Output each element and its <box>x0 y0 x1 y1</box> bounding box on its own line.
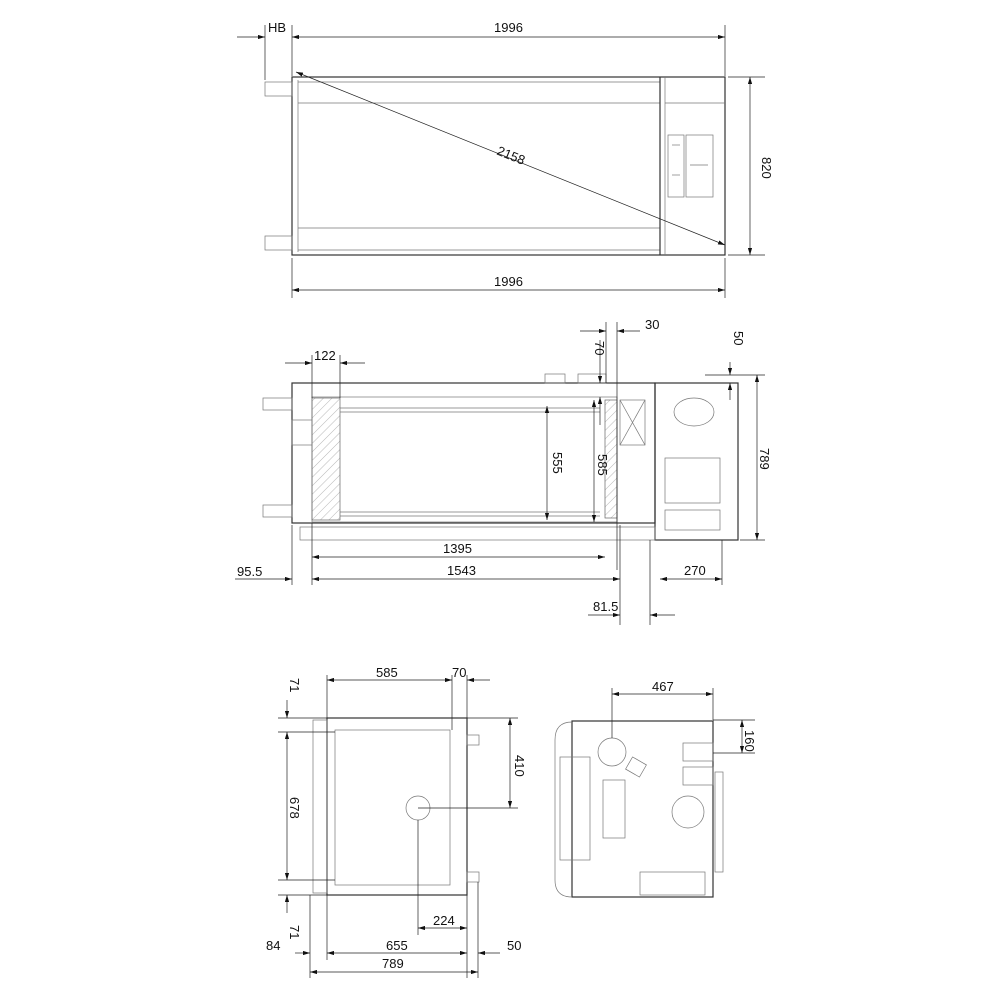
dim-555: 555 <box>550 452 565 474</box>
dim-789: 789 <box>382 956 404 971</box>
flue-connector <box>597 737 627 767</box>
dim-585: 585 <box>595 454 610 476</box>
dim-95-5: 95.5 <box>237 564 262 579</box>
dim-585: 585 <box>376 665 398 680</box>
dim-1395: 1395 <box>443 541 472 556</box>
dim-678: 678 <box>287 797 302 819</box>
end-view: 585 70 71 678 71 410 224 84 655 50 789 <box>266 665 527 978</box>
dim-30: 30 <box>645 317 659 332</box>
dim-71-top: 71 <box>287 678 302 692</box>
expansion-vessel <box>673 397 715 427</box>
diagonal-dimension <box>295 71 726 246</box>
dim-70: 70 <box>592 341 607 355</box>
dim-270: 270 <box>684 563 706 578</box>
top-view: 2158 HB 1996 820 1996 <box>237 20 774 298</box>
pipe-connection <box>262 504 293 518</box>
dim-length-top: 1996 <box>494 20 523 35</box>
dim-410: 410 <box>512 755 527 777</box>
section-view: 467 160 <box>554 679 757 898</box>
dim-467: 467 <box>652 679 674 694</box>
insulation-hatch <box>311 397 341 521</box>
dim-84: 84 <box>266 938 280 953</box>
dim-1543: 1543 <box>447 563 476 578</box>
dim-160: 160 <box>742 730 757 752</box>
compressor <box>671 795 705 829</box>
dim-hb: HB <box>268 20 286 35</box>
pipe-connection <box>264 235 293 251</box>
dim-50: 50 <box>731 331 746 345</box>
dim-224: 224 <box>433 913 455 928</box>
pump <box>664 457 721 504</box>
dim-81-5: 81.5 <box>593 599 618 614</box>
dim-length-bottom: 1996 <box>494 274 523 289</box>
dim-122: 122 <box>314 348 336 363</box>
pipe-connection <box>264 81 293 97</box>
dim-655: 655 <box>386 938 408 953</box>
dim-70: 70 <box>452 665 466 680</box>
dim-50: 50 <box>507 938 521 953</box>
control-panel <box>667 134 714 198</box>
side-view: 122 30 70 50 555 585 789 1395 95.5 1543 … <box>235 317 772 625</box>
dim-789: 789 <box>757 448 772 470</box>
dim-height: 820 <box>759 157 774 179</box>
pipe-connection <box>262 397 293 411</box>
dim-71-bottom: 71 <box>287 925 302 939</box>
dim-diagonal: 2158 <box>495 143 527 168</box>
